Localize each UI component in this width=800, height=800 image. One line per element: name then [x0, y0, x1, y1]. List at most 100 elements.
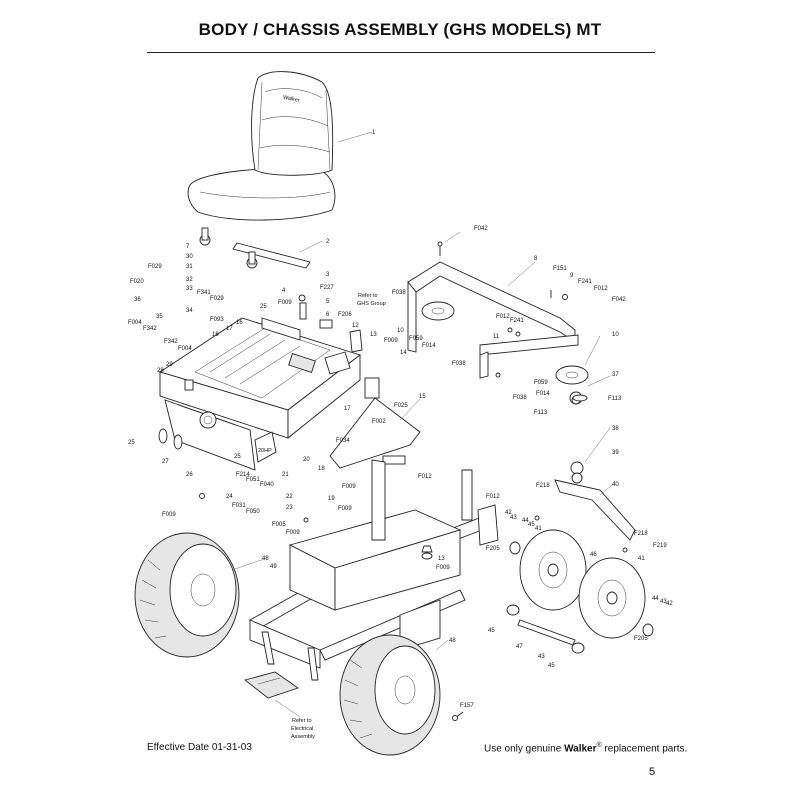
seat-brand-logo: Walker: [282, 95, 300, 104]
small-parts[interactable]: [158, 294, 421, 469]
callout-40: 40: [612, 482, 619, 488]
seat-bracket[interactable]: [199, 227, 311, 269]
callout-45a: 45: [528, 522, 535, 528]
genuine-parts-notice: Use only genuine Walker® replacement par…: [484, 742, 687, 754]
f-f241a: F241: [578, 279, 592, 285]
f-f219: F219: [653, 543, 667, 549]
callout-18: 18: [318, 466, 325, 472]
callout-19: 19: [328, 496, 335, 502]
svg-text:GHS Group: GHS Group: [357, 301, 386, 307]
f-f042b: F042: [612, 297, 626, 303]
note-electrical-assembly: Refer to Electrical Assembly: [274, 699, 315, 740]
f-f014b: F014: [536, 391, 550, 397]
body-panel[interactable]: 20HP: [158, 317, 363, 471]
notice-brand: Walker: [564, 743, 597, 755]
f-f113b: F113: [534, 410, 548, 416]
callout-47: 47: [516, 644, 523, 650]
f-f113a: F113: [608, 396, 622, 402]
callout-7: 7: [186, 244, 190, 250]
front-wheel-left[interactable]: [519, 529, 587, 611]
callout-41b: 41: [638, 556, 645, 562]
callout-9: 9: [570, 273, 574, 279]
callout-43c: 43: [538, 654, 545, 660]
f-f009g: F009: [436, 565, 450, 571]
callout-26: 26: [186, 472, 193, 478]
callout-28: 28: [157, 368, 164, 374]
callout-23: 23: [286, 505, 293, 511]
callout-1: 1: [372, 130, 376, 136]
f-f025: F025: [394, 403, 408, 409]
callout-34: 34: [186, 308, 193, 314]
callout-25c: 25: [234, 454, 241, 460]
f-f051: F051: [246, 477, 260, 483]
callout-14: 14: [400, 350, 407, 356]
callout-24: 24: [226, 494, 233, 500]
upper-frame[interactable]: [407, 241, 589, 405]
callout-5: 5: [326, 299, 330, 305]
front-axle[interactable]: [506, 541, 654, 654]
f-f012b: F012: [496, 314, 510, 320]
f-f151: F151: [553, 266, 567, 272]
svg-text:Electrical: Electrical: [291, 726, 313, 732]
callout-45c: 45: [548, 663, 555, 669]
f-f227: F227: [320, 285, 334, 291]
f-f029b: F029: [210, 296, 224, 302]
f-f004b: F004: [178, 346, 192, 352]
callout-21: 21: [282, 472, 289, 478]
f-f002: F002: [372, 419, 386, 425]
svg-text:Refer to: Refer to: [292, 718, 312, 724]
leader-lines: [231, 131, 613, 651]
caster-assembly[interactable]: [534, 394, 636, 541]
callout-17b: 17: [344, 406, 351, 412]
f-f038b: F038: [452, 361, 466, 367]
callout-15: 15: [419, 394, 426, 400]
f-f050: F050: [246, 509, 260, 515]
deck-badge: 20HP: [258, 448, 272, 454]
f-f206: F206: [338, 312, 352, 318]
f-f218b: F218: [634, 531, 648, 537]
callout-labels: 1 2 3 4 5 6 7 8 9 10 10 11 12 13 13 14 1…: [128, 130, 673, 709]
callout-41a: 41: [535, 526, 542, 532]
callout-43b: 43: [660, 599, 667, 605]
title-rule: [147, 52, 655, 53]
callout-44b: 44: [652, 596, 659, 602]
f-f218a: F218: [536, 483, 550, 489]
f-f059a: F059: [409, 336, 423, 342]
callout-13b: 13: [438, 556, 445, 562]
chassis-frame[interactable]: [249, 459, 499, 681]
effective-date: Effective Date 01-31-03: [147, 742, 252, 753]
notice-prefix: Use only genuine: [484, 743, 565, 755]
f-f157: F157: [460, 703, 474, 709]
f-f012a: F012: [594, 286, 608, 292]
f-f034: F034: [336, 438, 350, 444]
callout-48a: 48: [262, 556, 269, 562]
f-f012c: F012: [418, 474, 432, 480]
rear-tire-left[interactable]: [134, 532, 240, 658]
svg-text:Refer to: Refer to: [358, 293, 378, 299]
callout-44a: 44: [522, 518, 529, 524]
front-wheel-right[interactable]: [578, 557, 646, 639]
callout-17a: 17: [226, 326, 233, 332]
callout-16b: 16: [212, 332, 219, 338]
note-ghs-group: Refer to GHS Group: [357, 293, 386, 307]
seat[interactable]: Walker: [187, 71, 336, 221]
callout-42b: 42: [666, 601, 673, 607]
callout-4: 4: [282, 288, 286, 294]
f-f020: F020: [130, 279, 144, 285]
svg-text:Assembly: Assembly: [291, 734, 315, 740]
callout-22: 22: [286, 494, 293, 500]
rear-tire-right[interactable]: [339, 634, 441, 756]
f-f009b: F009: [384, 338, 398, 344]
electrical-tray[interactable]: [244, 671, 299, 699]
callout-35: 35: [156, 314, 163, 320]
callout-46: 46: [590, 552, 597, 558]
callout-43a: 43: [510, 515, 517, 521]
callout-42a: 42: [505, 510, 512, 516]
notice-suffix: replacement parts.: [601, 743, 688, 755]
f-f009e: F009: [162, 512, 176, 518]
page-number: 5: [649, 766, 656, 778]
f-f014a: F014: [422, 343, 436, 349]
f-f009f: F009: [286, 530, 300, 536]
callout-45b: 45: [488, 628, 495, 634]
